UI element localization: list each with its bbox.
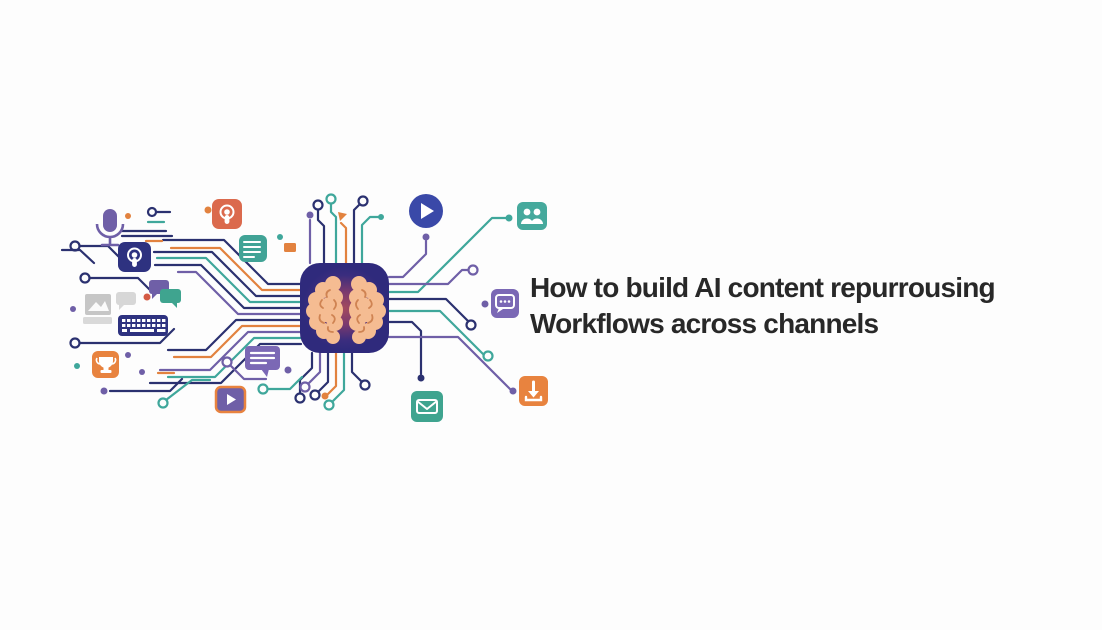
people-icon bbox=[517, 202, 547, 230]
play-button-icon bbox=[409, 194, 443, 228]
chat-bubbles-icon bbox=[149, 280, 181, 308]
podcast-icon bbox=[212, 199, 242, 229]
circuit-lines bbox=[60, 193, 517, 411]
podcast-alt-icon bbox=[118, 242, 151, 272]
message-icon bbox=[245, 346, 280, 377]
chat-dots-icon bbox=[491, 289, 519, 318]
microphone-icon bbox=[95, 209, 125, 247]
brain-chip-icon bbox=[300, 263, 389, 353]
email-icon bbox=[411, 391, 443, 422]
trophy-icon bbox=[92, 351, 119, 378]
keyboard-icon bbox=[118, 315, 168, 336]
video-player-icon bbox=[214, 385, 247, 414]
image-icon bbox=[83, 294, 112, 324]
notes-icon bbox=[239, 235, 267, 262]
chat-gray-icon bbox=[116, 292, 136, 310]
download-icon bbox=[519, 376, 548, 406]
headline-line-2: Workflows across channels bbox=[530, 308, 879, 339]
headline: How to build AI content repurrousing Wor… bbox=[530, 270, 996, 342]
headline-line-1: How to build AI content repurrousing bbox=[530, 272, 996, 303]
